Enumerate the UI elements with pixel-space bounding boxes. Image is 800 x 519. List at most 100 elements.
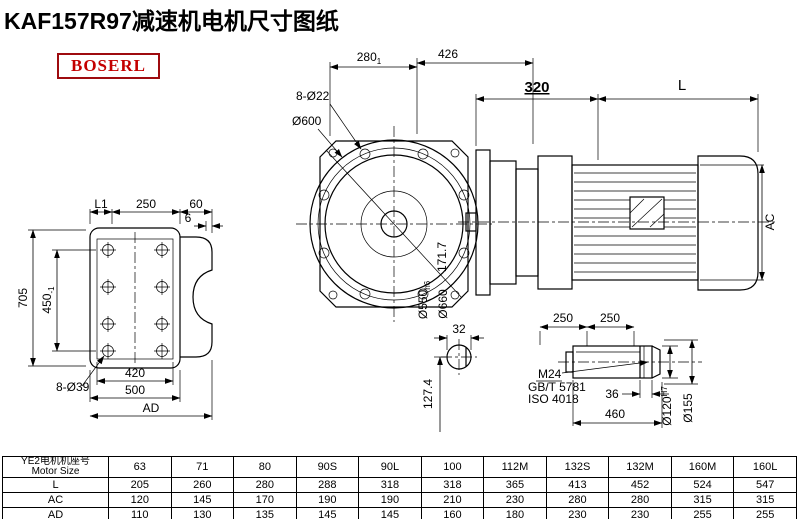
table-cell: 280 bbox=[545, 492, 610, 508]
table-cell: 170 bbox=[233, 492, 297, 508]
table-cell: 230 bbox=[608, 507, 672, 519]
table-cell: 413 bbox=[545, 477, 610, 493]
fan-cowl bbox=[697, 155, 759, 291]
table-cell: 280 bbox=[233, 477, 297, 493]
thread-callout: M24 bbox=[538, 367, 562, 381]
table-cell: 230 bbox=[545, 507, 610, 519]
table-cell: 160 bbox=[420, 507, 485, 519]
dim-320: 320 bbox=[524, 79, 549, 96]
dia-660-label: Ø660 bbox=[436, 289, 450, 319]
side-view: 320 L AC bbox=[458, 77, 778, 296]
corner-hole bbox=[450, 290, 460, 300]
corner-hole bbox=[450, 148, 460, 158]
size-col-63: 63 bbox=[108, 456, 172, 478]
size-col-90l: 90L bbox=[358, 456, 422, 478]
nameplate-hatch bbox=[629, 198, 665, 228]
dim-420: 420 bbox=[125, 366, 145, 380]
dim-l1: L1 bbox=[94, 197, 108, 211]
table-cell: 315 bbox=[670, 492, 735, 508]
table-row-AC: AC 120 145 170 190 190 210 230 280 280 3… bbox=[2, 492, 797, 508]
table-header-motor-size: YE2电机机座号 Motor Size bbox=[2, 456, 109, 478]
row-label-L: L bbox=[2, 477, 109, 493]
dia-155-label: Ø155 bbox=[681, 393, 695, 423]
brand-logo: BOSERL bbox=[57, 53, 160, 79]
dim-60: 60 bbox=[189, 197, 203, 211]
table-cell: 230 bbox=[483, 492, 547, 508]
flange-bolt-hole bbox=[359, 288, 371, 300]
holes-callout-8d39: 8-Ø39 bbox=[56, 380, 90, 394]
table-row-L: L 205 260 280 288 318 318 365 413 452 52… bbox=[2, 477, 797, 493]
section-center-cross bbox=[441, 339, 477, 375]
dim-l: L bbox=[678, 77, 686, 94]
diagonal-line bbox=[325, 149, 463, 299]
hole-center-marks bbox=[100, 242, 170, 359]
technical-drawing: L1 250 60 6 705 450-1 420 500 AD 8-Ø39 bbox=[16, 47, 778, 432]
motor-size-table: YE2电机机座号 Motor Size 63 71 80 90S 90L 100… bbox=[2, 456, 797, 519]
flange-bolt-hole bbox=[359, 148, 371, 160]
table-header-cn: YE2电机机座号 bbox=[21, 456, 90, 467]
dim-250: 250 bbox=[136, 197, 156, 211]
table-cell: 145 bbox=[358, 507, 422, 519]
dim-36: 36 bbox=[605, 387, 619, 401]
table-cell: 365 bbox=[483, 477, 547, 493]
table-cell: 145 bbox=[170, 492, 235, 508]
table-cell: 210 bbox=[420, 492, 485, 508]
size-col-132s: 132S bbox=[545, 456, 610, 478]
table-cell: 318 bbox=[358, 477, 422, 493]
table-cell: 130 bbox=[170, 507, 235, 519]
front-view: Ø600 8-Ø22 2801 426 Ø550h6 Ø660 171.7 bbox=[292, 47, 534, 322]
flange-bolt-hole bbox=[458, 189, 470, 201]
table-cell: 315 bbox=[733, 492, 797, 508]
table-cell: 180 bbox=[483, 507, 547, 519]
dia-550-label: Ø550h6 bbox=[416, 280, 432, 319]
flange-bolt-hole bbox=[318, 247, 330, 259]
table-cell: 255 bbox=[670, 507, 735, 519]
table-cell: 145 bbox=[295, 507, 360, 519]
corner-hole bbox=[328, 290, 338, 300]
dim-450: 450-1 bbox=[40, 286, 56, 314]
table-cell: 190 bbox=[295, 492, 360, 508]
standard-gb: GB/T 5781 bbox=[528, 380, 586, 394]
dia-600-callout: Ø600 bbox=[292, 114, 322, 128]
table-cell: 190 bbox=[358, 492, 422, 508]
size-col-100: 100 bbox=[420, 456, 485, 478]
dim-32: 32 bbox=[452, 322, 466, 336]
dim-ad: AD bbox=[143, 401, 160, 415]
flange-bolt-hole bbox=[417, 288, 429, 300]
table-cell: 110 bbox=[108, 507, 172, 519]
dim-ac: AC bbox=[763, 213, 777, 230]
table-cell: 547 bbox=[733, 477, 797, 493]
motor-flange bbox=[537, 155, 573, 290]
flange-bolt-hole bbox=[458, 247, 470, 259]
dim-127: 127.4 bbox=[421, 379, 435, 409]
left-view: L1 250 60 6 705 450-1 420 500 AD 8-Ø39 bbox=[16, 197, 223, 420]
dim-6: 6 bbox=[185, 211, 192, 225]
table-cell: 318 bbox=[420, 477, 485, 493]
table-cell: 135 bbox=[233, 507, 297, 519]
table-header-en: Motor Size bbox=[31, 466, 80, 477]
dim-705: 705 bbox=[16, 288, 30, 308]
size-col-132m: 132M bbox=[608, 456, 672, 478]
dia-120-label: Ø120H7 bbox=[660, 386, 674, 426]
table-cell: 452 bbox=[608, 477, 672, 493]
bell-ring bbox=[515, 168, 539, 277]
flange-bolt-hole bbox=[318, 189, 330, 201]
table-cell: 524 bbox=[670, 477, 735, 493]
dim-171: 171.7 bbox=[435, 242, 449, 272]
table-cell: 255 bbox=[733, 507, 797, 519]
size-col-160m: 160M bbox=[670, 456, 735, 478]
size-col-80: 80 bbox=[233, 456, 297, 478]
page-title: KAF157R97减速机电机尺寸图纸 bbox=[4, 8, 339, 34]
dim-280: 2801 bbox=[357, 50, 382, 66]
bell-cone bbox=[489, 160, 517, 285]
table-cell: 120 bbox=[108, 492, 172, 508]
dim-250-b: 250 bbox=[600, 311, 620, 325]
table-row-AD: AD 110 130 135 145 145 160 180 230 230 2… bbox=[2, 507, 797, 519]
dim-500: 500 bbox=[125, 383, 145, 397]
dim-250-a: 250 bbox=[553, 311, 573, 325]
dim-426: 426 bbox=[438, 47, 458, 61]
holes-callout-8d22: 8-Ø22 bbox=[296, 89, 330, 103]
size-col-112m: 112M bbox=[483, 456, 547, 478]
size-col-160l: 160L bbox=[733, 456, 797, 478]
